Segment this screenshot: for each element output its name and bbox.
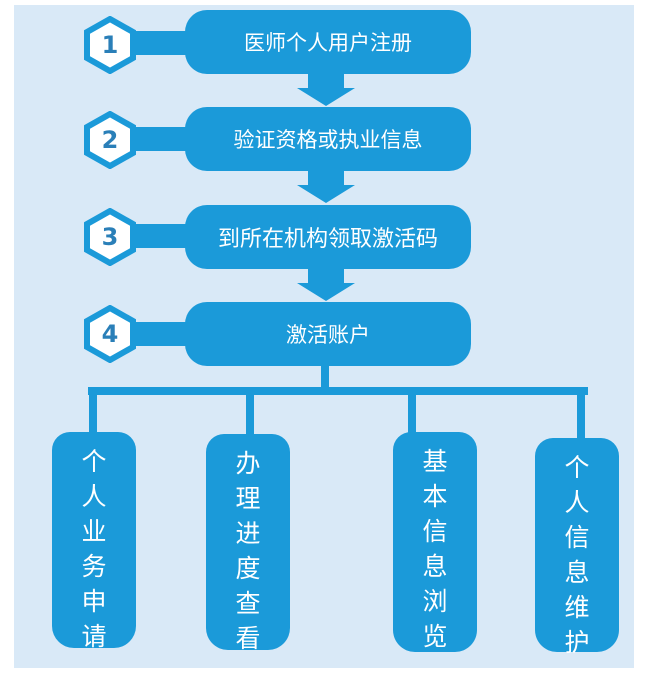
branch-4-box: 个 人 信 息 维 护 (535, 438, 619, 657)
branch-1-char: 个 (81, 447, 107, 476)
branch-1-connector (89, 387, 97, 435)
step-2-badge: 2 (84, 111, 136, 169)
step-3-box: 到所在机构领取激活码 (185, 205, 471, 269)
branch-1-char: 申 (81, 587, 107, 616)
branch-3-char: 基 (422, 447, 448, 476)
branch-3-char: 息 (422, 552, 448, 581)
branch-2-char: 查 (235, 589, 261, 618)
branch-1-char: 务 (81, 552, 107, 581)
branch-3-connector (408, 387, 416, 435)
step-1-connector (132, 31, 192, 55)
branch-4-connector (577, 387, 585, 441)
down-arrow-icon (297, 73, 355, 106)
branch-1-char: 请 (81, 622, 107, 651)
branch-1-char: 业 (81, 517, 107, 546)
branch-1-char: 人 (81, 482, 107, 511)
step-1-badge: 1 (84, 16, 136, 74)
branch-4-char: 个 (564, 453, 590, 482)
step-2-label: 验证资格或执业信息 (233, 128, 423, 152)
branch-4-char: 息 (564, 558, 590, 587)
step-3-label: 到所在机构领取激活码 (217, 227, 438, 252)
branch-3-char: 浏 (422, 587, 448, 616)
hexagon-icon (84, 305, 136, 363)
branch-1-box: 个 人 业 务 申 请 (52, 432, 136, 651)
step-4-box: 激活账户 (185, 302, 471, 366)
step-2-box: 验证资格或执业信息 (185, 107, 471, 171)
step-4-connector (132, 322, 192, 346)
down-arrow-icon (297, 268, 355, 301)
branch-2-box: 办 理 进 度 查 看 (206, 434, 290, 653)
step-4-label: 激活账户 (286, 323, 370, 347)
branch-2-char: 办 (235, 449, 261, 478)
branch-horizontal-connector (88, 387, 588, 395)
branch-4-char: 护 (564, 628, 590, 657)
branch-3-char: 览 (422, 622, 448, 651)
step-1-label: 医师个人用户注册 (244, 31, 412, 55)
step-1-number: 1 (101, 31, 119, 59)
step-3-badge: 3 (84, 208, 136, 266)
trunk-connector (321, 364, 329, 394)
branch-2-char: 度 (235, 554, 261, 583)
branch-2-char: 进 (235, 519, 261, 548)
branch-4-char: 人 (564, 488, 590, 517)
step-3-number: 3 (101, 223, 119, 251)
branch-3-char: 本 (422, 482, 448, 511)
step-4-number: 4 (101, 320, 119, 348)
down-arrow-icon (297, 170, 355, 203)
branch-3-char: 信 (422, 517, 448, 546)
branch-4-char: 信 (564, 523, 590, 552)
branch-2-char: 看 (235, 624, 261, 653)
branch-2-char: 理 (235, 484, 261, 513)
step-1-box: 医师个人用户注册 (185, 10, 471, 74)
branch-2-connector (246, 387, 254, 437)
step-2-connector (132, 127, 192, 151)
step-4-badge: 4 (84, 305, 136, 363)
branch-3-box: 基 本 信 息 浏 览 (393, 432, 477, 652)
step-2-number: 2 (101, 126, 119, 154)
step-3-connector (132, 224, 192, 248)
branch-4-char: 维 (564, 593, 590, 622)
